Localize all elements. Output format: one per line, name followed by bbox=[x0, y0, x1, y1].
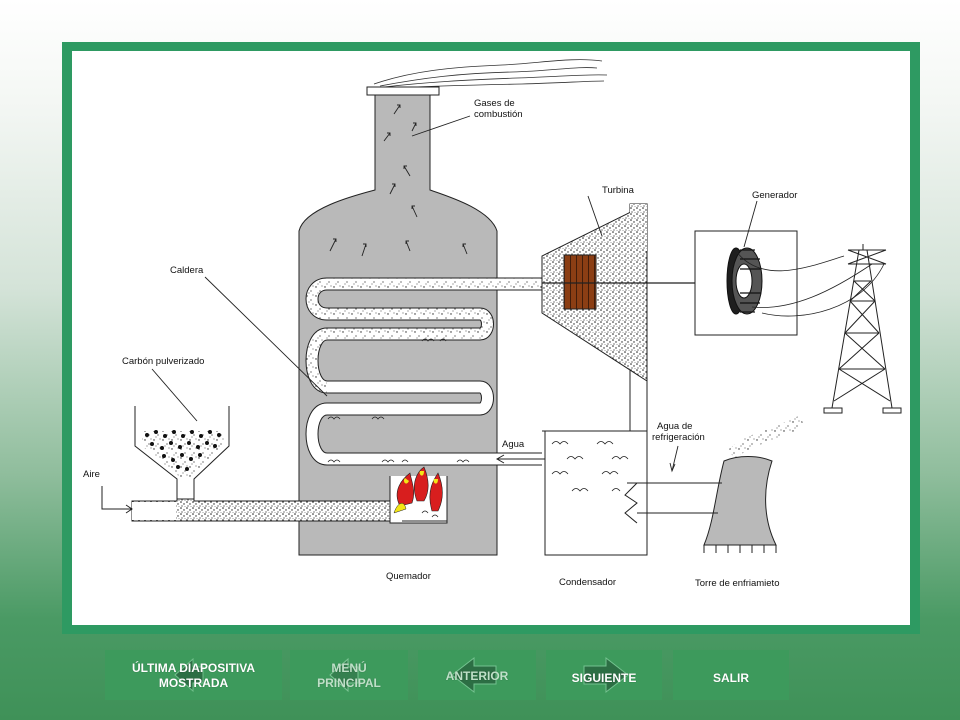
slide-frame: Gases de combustión Turbina Generador Ca… bbox=[62, 42, 920, 634]
arrow-left-icon bbox=[174, 657, 204, 693]
label-turbina: Turbina bbox=[602, 185, 635, 196]
generator bbox=[694, 230, 798, 336]
last-slide-label-line1: ÚLTIMA DIAPOSITIVA bbox=[131, 661, 256, 675]
label-gases-line1: Gases de bbox=[474, 98, 515, 109]
next-label: SIGUIENTE bbox=[571, 671, 637, 685]
boiler-tube bbox=[305, 277, 542, 466]
cooling-pipes bbox=[637, 482, 722, 514]
power-plant-diagram: Gases de combustión Turbina Generador Ca… bbox=[83, 59, 902, 589]
exit-button[interactable]: SALIR bbox=[673, 650, 789, 700]
label-caldera: Caldera bbox=[170, 265, 204, 276]
chimney-smoke bbox=[373, 59, 608, 89]
arrow-left-icon bbox=[451, 656, 497, 694]
main-menu-label-line1: MENÚ bbox=[331, 661, 367, 675]
arrow-right-icon bbox=[583, 656, 629, 694]
arrow-left-icon bbox=[329, 657, 359, 693]
diagram-canvas: Gases de combustión Turbina Generador Ca… bbox=[72, 51, 910, 625]
label-generador: Generador bbox=[752, 190, 797, 201]
main-menu-label-line2: PRINCIPAL bbox=[317, 676, 381, 690]
turbine-rotor bbox=[563, 254, 597, 310]
air-coal-duct bbox=[101, 486, 403, 522]
previous-label: ANTERIOR bbox=[445, 669, 509, 683]
burner bbox=[389, 466, 448, 524]
label-agua: Agua bbox=[502, 439, 525, 450]
last-slide-label-line2: MOSTRADA bbox=[158, 676, 229, 690]
label-agua-refrig-line2: refrigeración bbox=[652, 432, 705, 443]
label-condensador: Condensador bbox=[559, 577, 616, 588]
power-lines bbox=[735, 250, 885, 317]
turbine-housing bbox=[541, 203, 648, 382]
flames bbox=[393, 466, 443, 514]
next-button[interactable]: SIGUIENTE bbox=[546, 650, 662, 700]
main-menu-button[interactable]: MENÚ PRINCIPAL bbox=[290, 650, 408, 700]
label-agua-refrig-line1: Agua de bbox=[657, 421, 692, 432]
coal-hopper bbox=[134, 406, 230, 500]
boiler-body bbox=[298, 94, 498, 556]
last-slide-button[interactable]: ÚLTIMA DIAPOSITIVA MOSTRADA bbox=[105, 650, 282, 700]
label-aire: Aire bbox=[83, 469, 100, 480]
condenser bbox=[542, 203, 648, 556]
label-quemador: Quemador bbox=[386, 571, 431, 582]
label-gases-line2: combustión bbox=[474, 109, 523, 120]
water-return bbox=[495, 454, 545, 464]
leader-lines bbox=[151, 115, 758, 473]
chimney-cap bbox=[366, 86, 440, 96]
cooling-tower bbox=[703, 415, 805, 553]
label-carbon: Carbón pulverizado bbox=[122, 356, 204, 367]
transmission-tower bbox=[823, 244, 902, 414]
exit-label: SALIR bbox=[713, 671, 749, 685]
label-torre: Torre de enfriamieto bbox=[695, 578, 779, 589]
previous-button[interactable]: ANTERIOR bbox=[418, 650, 536, 700]
flue-gas-arrows bbox=[329, 104, 468, 257]
